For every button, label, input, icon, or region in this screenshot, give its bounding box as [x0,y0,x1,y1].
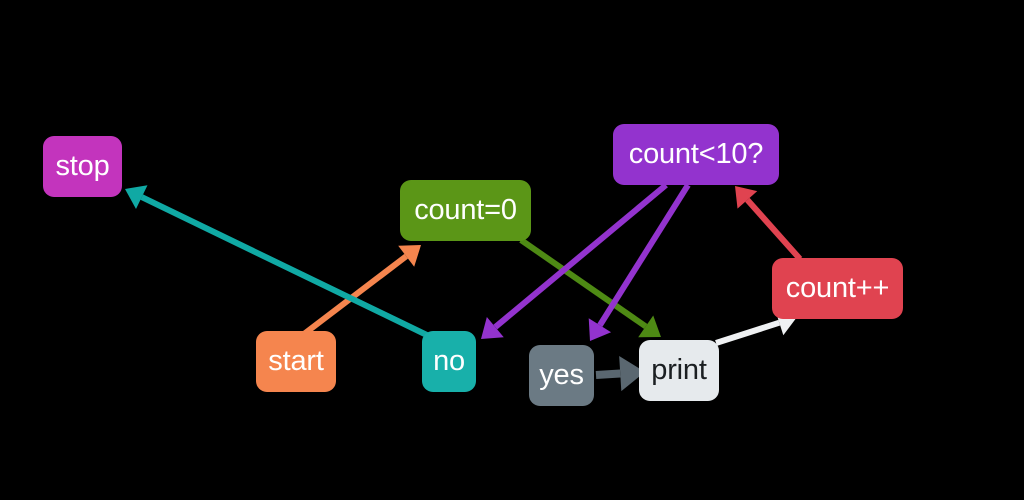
edge-line [519,237,648,329]
arrowhead-icon [481,316,504,339]
edge-cond-to-yes [588,183,691,341]
node-label: count<10? [628,138,764,170]
edge-line [493,182,668,330]
edge-cond-to-no [481,182,668,339]
node-label: count=0 [414,194,517,226]
edge-countpp-to-cond [735,186,803,261]
node-count0[interactable]: count=0 [400,180,531,241]
edge-line [715,319,781,346]
edge-start-to-count0 [302,245,421,337]
node-label: count++ [785,272,890,304]
node-label: yes [539,359,584,391]
node-label: start [268,345,324,377]
node-print[interactable]: print [639,340,719,401]
node-label: stop [55,150,110,182]
edge-line [140,194,435,341]
node-yes[interactable]: yes [529,345,594,406]
node-label: print [651,354,707,386]
node-no[interactable]: no [422,331,476,392]
arrowhead-icon [398,245,421,267]
node-label: no [433,345,465,377]
node-cond[interactable]: count<10? [613,124,779,185]
edge-yes-to-print [595,355,645,392]
edge-line [745,197,803,261]
arrowhead-icon [588,318,612,341]
edge-line [595,369,621,379]
edge-line [597,183,691,327]
arrowhead-icon [125,185,148,209]
arrowhead-icon [638,315,661,338]
node-stop[interactable]: stop [43,136,122,197]
edge-no-to-stop [125,185,435,341]
edge-line [302,253,409,337]
arrowhead-icon [735,186,758,209]
node-countpp[interactable]: count++ [772,258,903,319]
edge-count0-to-print [519,237,661,338]
node-start[interactable]: start [256,331,336,392]
arrowhead-icon [619,355,645,392]
